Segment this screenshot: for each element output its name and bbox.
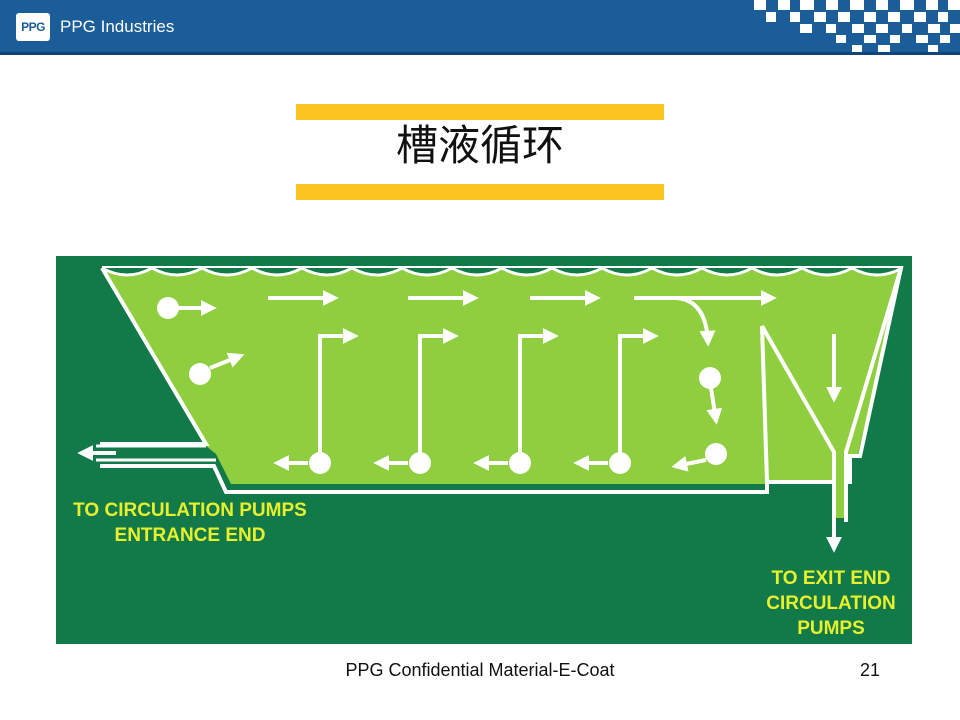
entrance-label: TO CIRCULATION PUMPS ENTRANCE END [60, 498, 320, 548]
eductor-nozzle [509, 452, 531, 474]
bottom-eductors [273, 452, 631, 474]
page-number: 21 [859, 660, 881, 680]
exit-label-line2: CIRCULATION [766, 593, 896, 614]
entrance-pipe [96, 444, 216, 462]
tank-circulation-diagram: TO CIRCULATION PUMPS ENTRANCE END TO EXI… [56, 256, 912, 644]
company-name: PPG Industries [60, 17, 175, 36]
tank-inlet-outline [100, 266, 210, 446]
exit-label-line1: TO EXIT END [771, 568, 891, 589]
entrance-label-line2: ENTRANCE END [114, 525, 266, 546]
header-pattern [740, 0, 960, 55]
footer-text: PPG Confidential Material-E-Coat [345, 660, 615, 680]
slide-title: 槽液循环 [395, 121, 564, 170]
tank-body [102, 270, 901, 484]
inner-wall [760, 325, 769, 483]
eductor-nozzle [609, 452, 631, 474]
eductor-nozzle [699, 367, 721, 389]
header-rule [0, 52, 960, 55]
eductor-nozzle [409, 452, 431, 474]
tank-outline [100, 266, 904, 494]
eductor-nozzle [705, 443, 727, 465]
entrance-eductors [157, 297, 245, 385]
riser-lines [318, 328, 659, 462]
header-bar: PPG PPG Industries [0, 0, 960, 55]
exit-label: TO EXIT END CIRCULATION PUMPS [746, 566, 916, 641]
surface-arrows [268, 290, 777, 347]
exit-label-line3: PUMPS [797, 618, 865, 639]
ppg-logo: PPG [16, 13, 50, 41]
eductor-nozzle [309, 452, 331, 474]
title-bar-bottom [296, 184, 664, 200]
title-bar-top [296, 104, 664, 120]
entrance-label-line1: TO CIRCULATION PUMPS [73, 500, 307, 521]
eductor-nozzle [157, 297, 179, 319]
tank-diagram-svg [77, 266, 904, 553]
liquid-surface [101, 266, 903, 277]
exit-eductors [671, 367, 727, 472]
eductor-nozzle [189, 363, 211, 385]
